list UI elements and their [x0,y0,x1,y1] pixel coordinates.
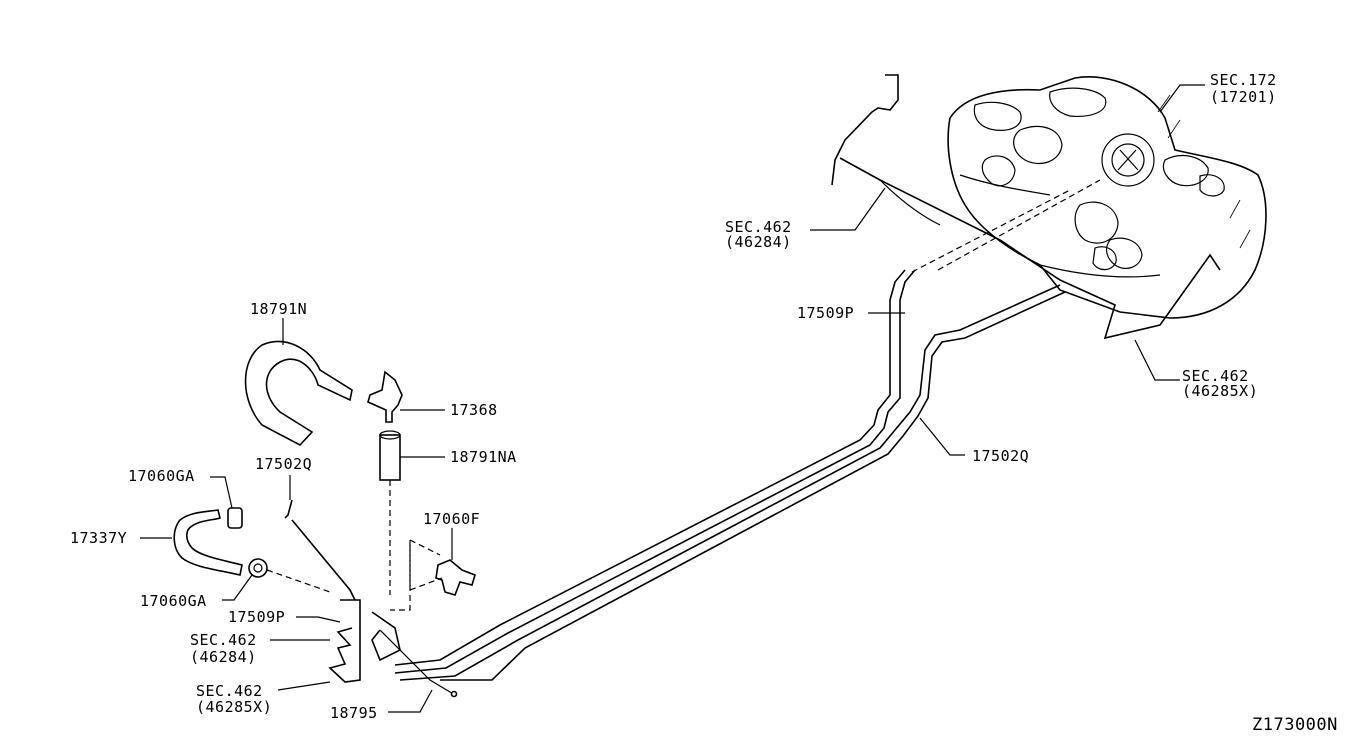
label-17502q-left: 17502Q [255,455,312,473]
label-17368: 17368 [450,401,498,419]
clip-17060ga-top [227,507,243,529]
label-sec462-bottom-sub: (46285X) [196,698,272,716]
label-17060f: 17060F [423,510,480,528]
label-17337y: 17337Y [70,529,127,547]
label-sec462-top: SEC.462 [725,218,792,236]
label-18795: 18795 [330,704,378,722]
clip-17060f [409,539,476,596]
label-17509p-left: 17509P [228,608,285,626]
label-sec462-left-sub: (46284) [190,648,257,666]
label-sec172: SEC.172 [1210,71,1277,89]
label-sec462-right-sub: (46285X) [1182,382,1258,400]
phantom-line-clip [266,569,331,593]
clip-17060ga-bottom [248,558,268,578]
label-sec462-top-sub: (46284) [725,233,792,251]
label-18791n: 18791N [250,300,307,318]
fuel-tube-bundle [394,269,1066,681]
phantom-line-tank [911,179,1101,273]
diagram-code: Z173000N [1252,715,1338,735]
label-sec462-bottom: SEC.462 [196,682,263,700]
label-18791na: 18791NA [450,448,517,466]
label-17060ga-top: 17060GA [128,467,195,485]
label-sec172-sub: (17201) [1210,88,1277,106]
label-17060ga-bottom: 17060GA [140,592,207,610]
hose-18791n [244,340,353,446]
lower-bracket [328,599,458,698]
label-sec462-right: SEC.462 [1182,367,1249,385]
hose-17337y [173,509,243,576]
label-sec462-left: SEC.462 [190,631,257,649]
label-17502q-right: 17502Q [972,447,1029,465]
connector-17368 [367,370,403,423]
leader-lines [140,84,1205,713]
fuel-tank [947,76,1267,319]
callout-labels: SEC.172 (17201) SEC.462 (46284) 17509P S… [70,71,1338,735]
phantom-line-18791na [389,480,411,611]
hose-18791na [379,430,401,481]
upper-vapor-bracket [831,74,1221,340]
label-17509p-right: 17509P [797,304,854,322]
tube-17502q-left [284,499,356,601]
